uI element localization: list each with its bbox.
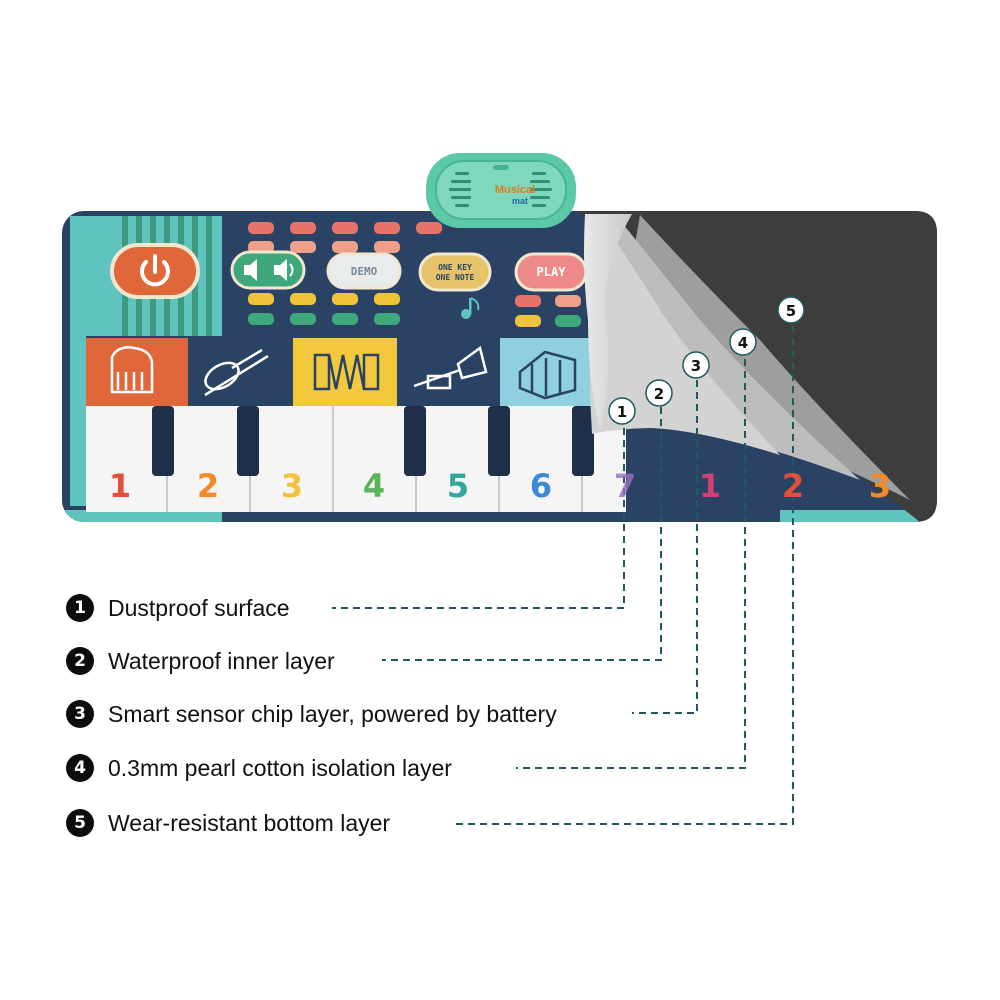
key-2[interactable]: 2 — [197, 467, 219, 505]
play-label: PLAY — [537, 265, 567, 279]
legend-number-4: 4 — [66, 754, 94, 782]
trumpet-icon — [413, 345, 488, 390]
key-5[interactable]: 5 — [447, 467, 469, 505]
volume-up-icon — [274, 259, 294, 281]
leader-lines — [332, 326, 794, 825]
one-note-label: ONE NOTE — [436, 273, 475, 282]
key-9[interactable]: 2 — [782, 467, 804, 505]
volume-down-icon — [244, 259, 257, 281]
legend-number-2: 2 — [66, 647, 94, 675]
power-icon — [140, 254, 170, 287]
callout-3: 3 — [691, 357, 701, 375]
key-1[interactable]: 1 — [109, 467, 131, 505]
demo-label: DEMO — [351, 265, 378, 278]
legend-text-2: Waterproof inner layer — [108, 647, 335, 674]
one-key-label: ONE KEY — [438, 263, 472, 272]
demo-button[interactable] — [326, 252, 402, 290]
layer-callout-circles — [608, 296, 805, 425]
legend-text-5: Wear-resistant bottom layer — [108, 809, 391, 836]
layer-4 — [610, 215, 910, 500]
piano-icon — [110, 346, 154, 394]
music-note-icon — [461, 297, 480, 319]
key-4[interactable]: 4 — [363, 467, 385, 505]
legend-item-1: 1 Dustproof surface — [66, 593, 290, 623]
legend-number-3: 3 — [66, 700, 94, 728]
piano-mat — [62, 153, 937, 522]
legend-text-3: Smart sensor chip layer, powered by batt… — [108, 700, 557, 727]
key-6[interactable]: 6 — [530, 467, 552, 505]
xylophone-icon — [518, 350, 577, 400]
key-10[interactable]: 3 — [869, 467, 891, 505]
key-7[interactable]: 7 — [614, 467, 636, 505]
layer-2 — [589, 214, 780, 455]
legend-number-5: 5 — [66, 809, 94, 837]
accordion-tile[interactable] — [293, 338, 397, 406]
legend-item-5: 5 Wear-resistant bottom layer — [66, 808, 390, 838]
one-key-one-note-button[interactable] — [418, 252, 492, 292]
legend-item-2: 2 Waterproof inner layer — [66, 646, 335, 676]
legend-text-1: Dustproof surface — [108, 594, 290, 621]
legend-number-1: 1 — [66, 594, 94, 622]
callout-2: 2 — [654, 385, 664, 403]
sound-module — [426, 153, 576, 228]
black-keys — [152, 406, 594, 476]
callout-1: 1 — [617, 403, 627, 421]
legend-item-3: 3 Smart sensor chip layer, powered by ba… — [66, 699, 557, 729]
legend-item-4: 4 0.3mm pearl cotton isolation layer — [66, 753, 452, 783]
layer-1-fold — [584, 214, 632, 430]
legend-text-4: 0.3mm pearl cotton isolation layer — [108, 754, 452, 781]
callout-4: 4 — [738, 334, 748, 352]
logo-musical: Musical — [495, 184, 535, 196]
key-3[interactable]: 3 — [281, 467, 303, 505]
logo-mat: mat — [512, 196, 528, 206]
callout-5: 5 — [786, 302, 796, 320]
accordion-icon — [313, 353, 380, 391]
led-bars — [248, 222, 581, 327]
key-8[interactable]: 1 — [699, 467, 721, 505]
violin-icon — [204, 348, 269, 397]
